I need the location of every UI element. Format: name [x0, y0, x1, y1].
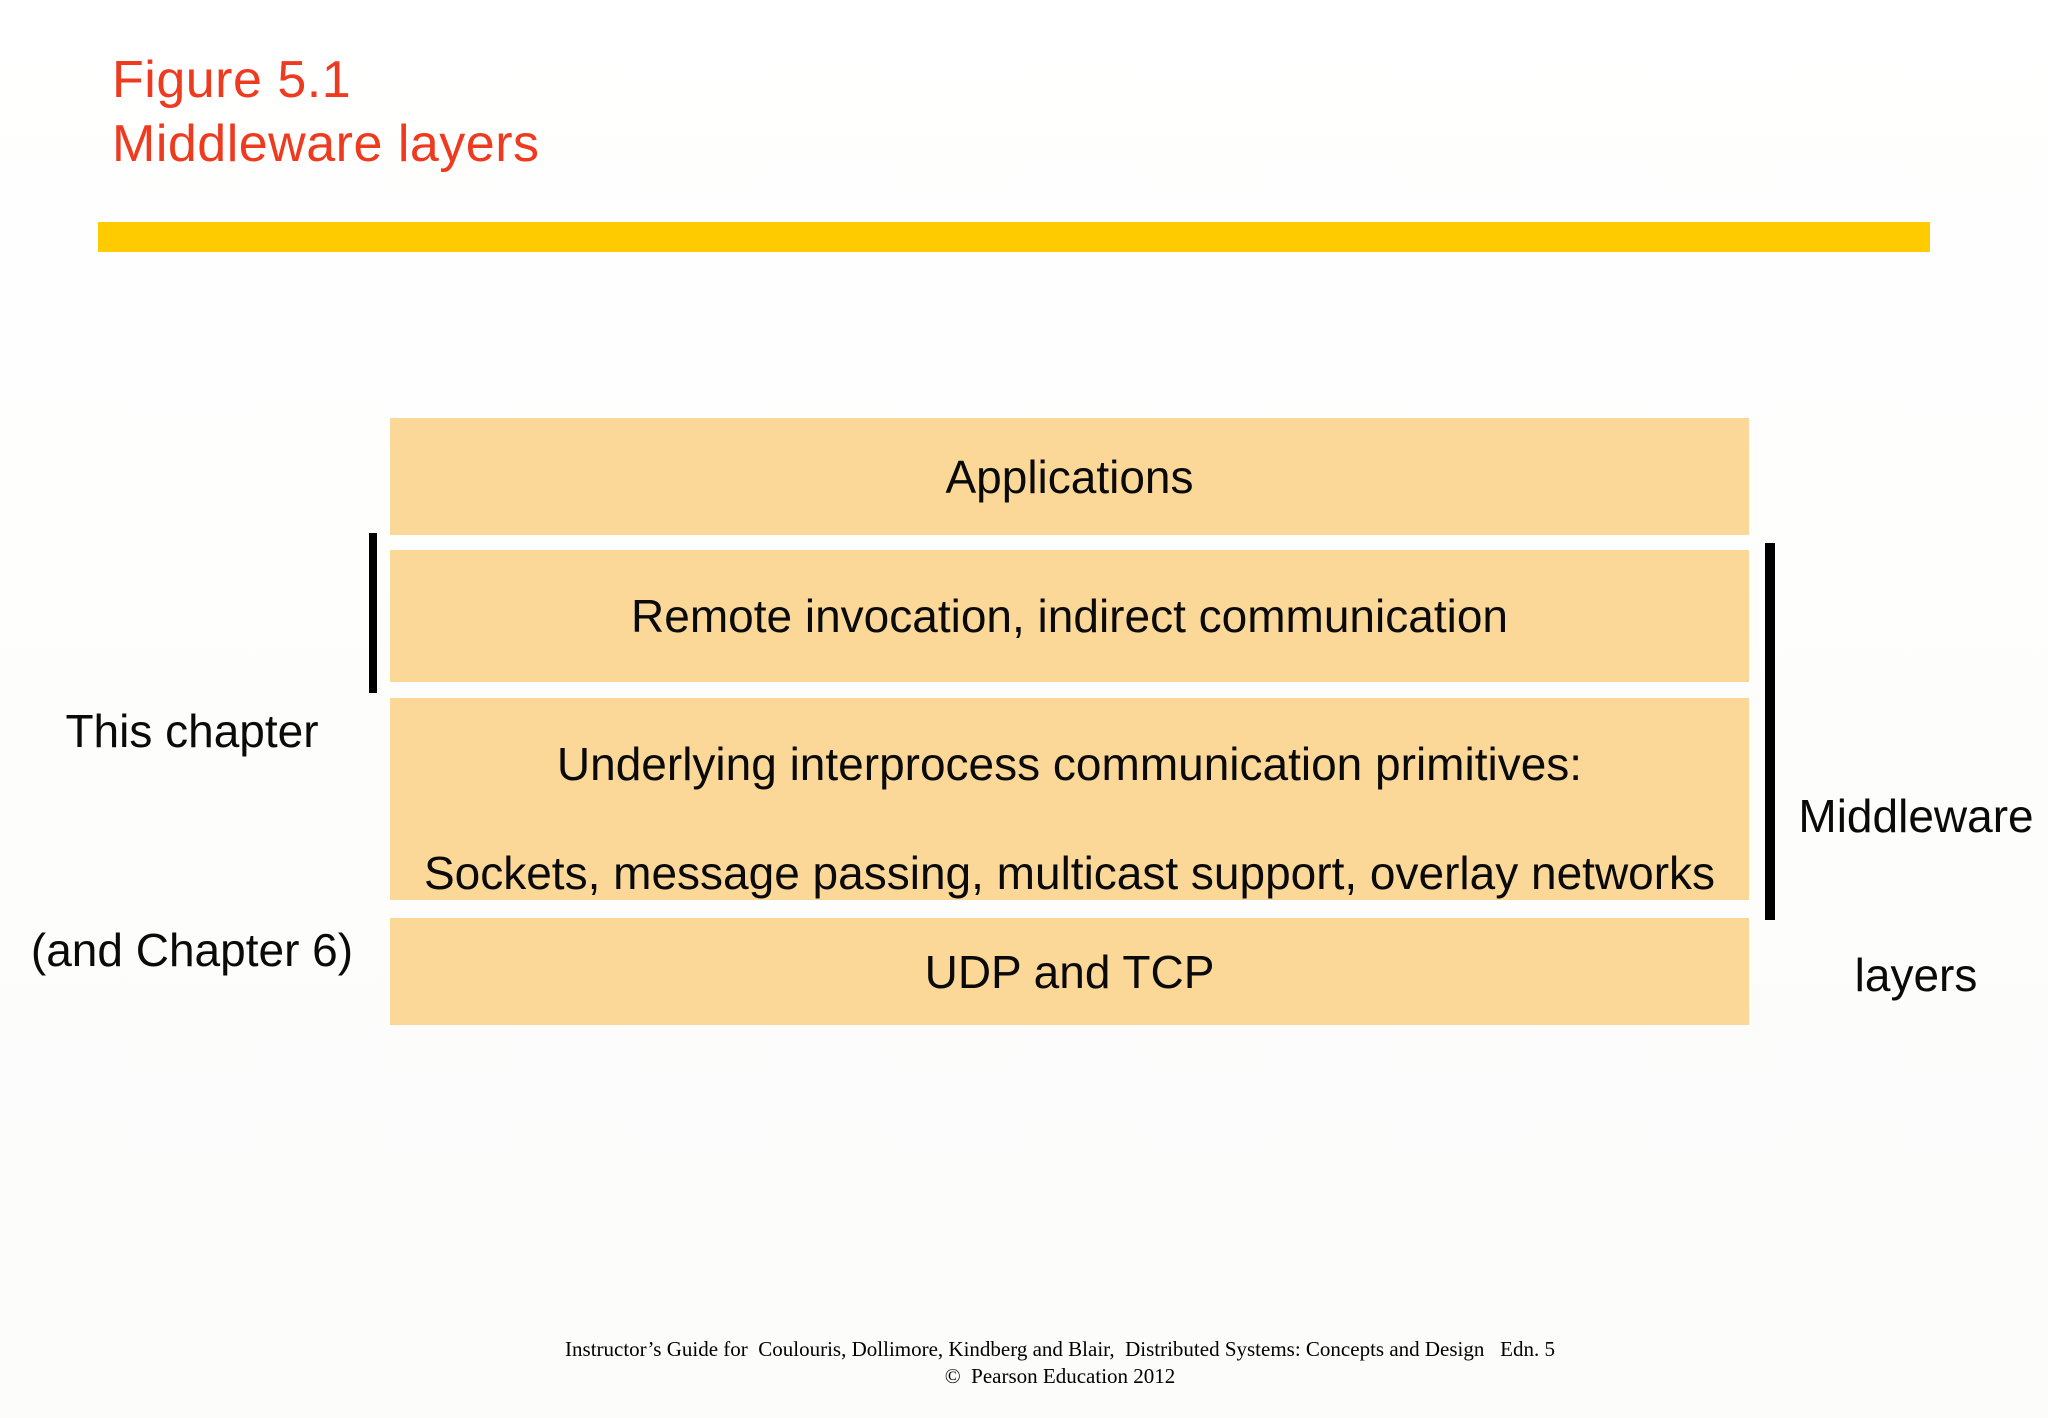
layer-box-applications: Applications	[390, 418, 1749, 535]
right-bracket-bar	[1765, 543, 1775, 920]
annotation-this-chapter-line1: This chapter	[65, 705, 319, 757]
figure-title: Figure 5.1 Middleware layers	[112, 48, 540, 176]
annotation-middleware-layers: Middleware layers	[1792, 684, 2040, 1108]
accent-divider-bar	[98, 222, 1930, 252]
layer-box-underlying-ipc: Underlying interprocess communication pr…	[390, 698, 1749, 900]
layer-box-remote-invocation: Remote invocation, indirect communicatio…	[390, 550, 1749, 682]
layer-label-underlying-ipc-line1: Underlying interprocess communication pr…	[556, 738, 1583, 790]
footer-credit: Instructor’s Guide for Coulouris, Dollim…	[460, 1336, 1660, 1390]
left-bracket-bar	[369, 533, 377, 693]
figure-title-line1: Figure 5.1	[112, 51, 352, 109]
layer-label-udp-tcp: UDP and TCP	[924, 945, 1215, 998]
annotation-middleware-layers-line1: Middleware	[1798, 790, 2034, 842]
annotation-middleware-layers-line2: layers	[1854, 949, 1978, 1001]
layer-label-underlying-ipc-line2: Sockets, message passing, multicast supp…	[423, 847, 1716, 899]
annotation-this-chapter-line2: (and Chapter 6)	[30, 924, 354, 976]
layer-box-udp-tcp: UDP and TCP	[390, 918, 1749, 1025]
layer-label-remote-invocation: Remote invocation, indirect communicatio…	[631, 590, 1508, 642]
footer-credit-line2: © Pearson Education 2012	[944, 1364, 1176, 1388]
annotation-this-chapter: This chapter (and Chapter 6)	[18, 549, 366, 1133]
layer-label-applications: Applications	[945, 450, 1194, 503]
footer-credit-line1: Instructor’s Guide for Coulouris, Dollim…	[565, 1337, 1555, 1361]
figure-title-line2: Middleware layers	[112, 115, 540, 173]
